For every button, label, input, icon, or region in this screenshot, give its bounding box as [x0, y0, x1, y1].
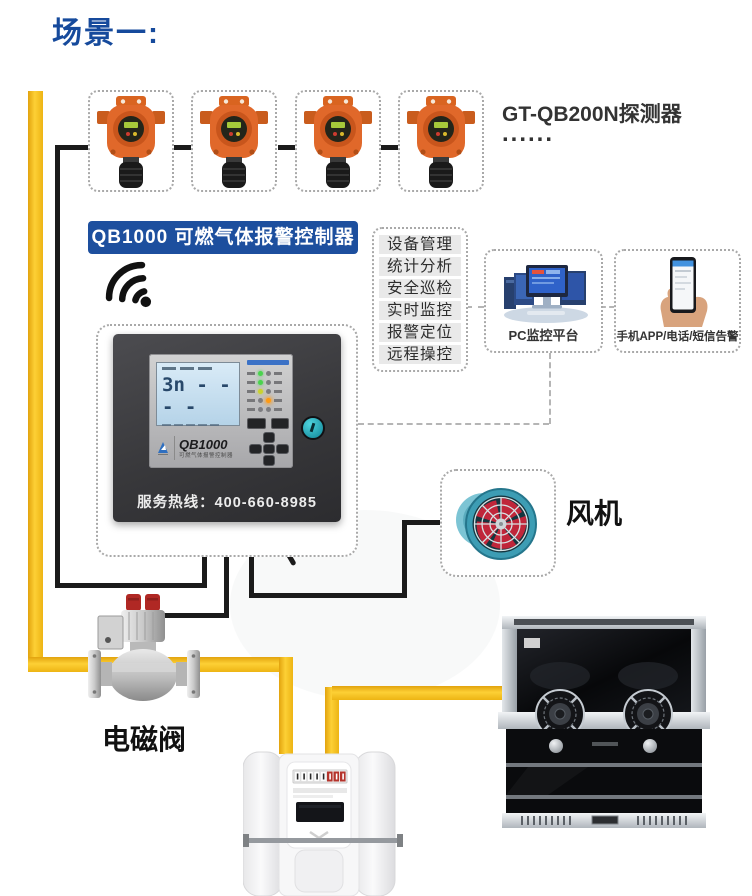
lcd-bottom-row [162, 424, 234, 426]
solenoid-valve-icon [88, 594, 200, 701]
key-down[interactable] [262, 455, 276, 466]
feature-item: 远程操控 [379, 345, 461, 364]
feature-item: 实时监控 [379, 301, 461, 320]
fan-box [440, 469, 556, 577]
pc-platform-box: PC监控平台 [484, 249, 603, 353]
wifi-icon [87, 243, 175, 331]
solenoid-valve [88, 592, 200, 719]
dash-link-pc-phone [601, 306, 614, 308]
brand-text: QB1000 [179, 436, 228, 452]
feature-item: 安全巡检 [379, 279, 461, 298]
detector-model-label: GT-QB200N探测器 [502, 103, 682, 126]
wire-bus-bottom [55, 583, 207, 588]
axial-fan-icon [456, 488, 537, 560]
wire-panel-to-fan-h2 [402, 520, 442, 525]
wire-panel-to-fan-v1 [249, 520, 254, 598]
dash-link-pc-down [549, 353, 551, 424]
phone-alert-label: 手机APP/电话/短信告警 [616, 331, 739, 343]
wire-panel-to-fan-h1 [249, 593, 407, 598]
feature-item: 报警定位 [379, 323, 461, 342]
wire-bus-vertical [55, 145, 60, 588]
led-header-bar [247, 360, 289, 365]
gas-meter [242, 742, 404, 896]
gas-pipe-to-stove [332, 686, 517, 700]
led-indicators [247, 360, 289, 429]
keypad[interactable] [249, 432, 289, 466]
lcd-status-row [162, 367, 234, 370]
lcd-screen: 3n - - - - [156, 362, 240, 426]
lcd-value: 3n - - - - [162, 374, 231, 418]
detector-box-2 [191, 90, 277, 192]
desktop-monitors-icon [504, 265, 588, 323]
brand-mark-icon [158, 442, 168, 455]
wire-detector-link-2 [278, 145, 296, 150]
feature-item: 统计分析 [379, 257, 461, 276]
gas-pipe-meter-outlet [325, 687, 339, 754]
wire-detector-feed [55, 145, 91, 150]
key-ok[interactable] [262, 443, 276, 455]
gas-detector-icon [407, 95, 475, 188]
service-hotline: 服务热线：400-660-8985 [137, 495, 317, 511]
gas-pipe-main-vertical [28, 91, 43, 666]
detector-box-4 [398, 90, 484, 192]
feature-list: 设备管理 统计分析 安全巡检 实时监控 报警定位 远程操控 [372, 227, 468, 372]
phone-alert-box: 手机APP/电话/短信告警 [614, 249, 741, 353]
detector-box-3 [295, 90, 381, 192]
integrated-stove-icon [498, 616, 710, 828]
controller-banner: QB1000 可燃气体报警控制器 [88, 221, 358, 254]
key-left[interactable] [249, 443, 262, 455]
gas-detector-icon [304, 95, 372, 188]
hand-phone-icon [660, 257, 708, 327]
pc-platform-label: PC监控平台 [508, 328, 579, 343]
key-up[interactable] [262, 432, 276, 443]
panel-faceplate: 3n - - - - QB1000 可燃气体 [149, 354, 293, 468]
key-lock[interactable] [301, 416, 325, 440]
fan-label: 风机 [566, 498, 623, 529]
key-right[interactable] [276, 443, 289, 455]
integrated-stove [498, 616, 710, 833]
wire-detector-link-1 [173, 145, 192, 150]
dash-link-panel-pc [358, 423, 549, 425]
brand-logo: QB1000 可燃气体报警控制器 [156, 432, 242, 464]
brand-subtext: 可燃气体报警控制器 [179, 452, 234, 459]
gas-meter-icon [242, 751, 404, 896]
wire-panel-to-valve-h [160, 613, 229, 618]
detector-box-1 [88, 90, 174, 192]
wire-detector-link-3 [381, 145, 399, 150]
panel-function-buttons[interactable] [247, 418, 289, 429]
feature-item: 设备管理 [379, 235, 461, 254]
dash-link-features-pc [466, 306, 484, 308]
detector-ellipsis: ...... [502, 120, 555, 147]
wire-panel-to-fan-v2 [402, 520, 407, 598]
gas-detector-icon [200, 95, 268, 188]
gas-pipe-meter-inlet [279, 657, 293, 754]
page-title: 场景一: [52, 17, 160, 50]
gas-detector-icon [97, 95, 165, 188]
controller-panel: 3n - - - - QB1000 可燃气体 [113, 334, 341, 522]
valve-label: 电磁阀 [102, 724, 187, 755]
wire-panel-to-valve-v [224, 520, 229, 618]
